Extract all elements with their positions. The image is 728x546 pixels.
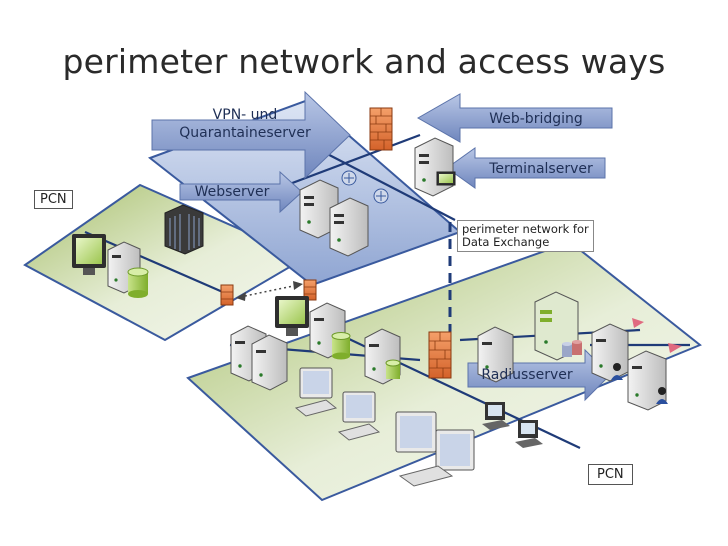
database-icon-cluster xyxy=(562,340,582,357)
firewall-icon-small-right xyxy=(303,279,317,301)
server-icon-dmz-1 xyxy=(299,179,339,239)
workstation-icon-main-2 xyxy=(294,367,338,417)
webserver-label: Webserver xyxy=(194,184,270,200)
perimeter-note-line1: perimeter network for xyxy=(462,222,589,236)
workstation-icon-left xyxy=(72,234,106,275)
pcn-label-bottom: PCN xyxy=(588,464,633,485)
hub-icon-2 xyxy=(373,188,389,204)
server-icon-main-2 xyxy=(251,334,288,391)
arrow-terminalserver xyxy=(446,147,606,189)
diagram-title: perimeter network and access ways xyxy=(62,42,666,81)
vpn-label: VPN- und Quarantaineserver xyxy=(160,106,330,142)
perimeter-note-line2: Data Exchange xyxy=(462,235,550,249)
firewall-icon-middle xyxy=(428,331,452,379)
workstation-icon-main-1 xyxy=(275,296,309,336)
pc-icon-main-1 xyxy=(482,402,510,430)
pc-icon-main-2 xyxy=(515,420,543,448)
dotted-link xyxy=(236,281,303,301)
radiusserver-label: Radiusserver xyxy=(481,367,573,383)
arrow-web-bridging xyxy=(416,93,613,143)
server-icon-right-1 xyxy=(591,323,629,382)
terminalserver-label: Terminalserver xyxy=(489,161,593,177)
web-bridging-label: Web-bridging xyxy=(489,111,583,127)
user-icon-2 xyxy=(656,387,668,404)
plane-corner-marker-2 xyxy=(668,343,682,353)
pcn-label-left: PCN xyxy=(34,190,73,209)
database-icon-main-1 xyxy=(331,332,351,360)
workstation-icon-main-4 xyxy=(395,411,475,487)
arrow-vpn xyxy=(151,90,351,180)
firewall-icon-top xyxy=(369,107,393,151)
vpn-label-line1: VPN- und xyxy=(212,107,278,123)
workstation-icon-main-3 xyxy=(337,391,381,441)
user-icon-1 xyxy=(611,363,623,380)
terminal-monitor-icon xyxy=(436,171,456,186)
server-icon-right-2 xyxy=(627,350,667,411)
database-icon-main-2 xyxy=(385,359,401,379)
plane-corner-marker-1 xyxy=(632,318,644,328)
server-icon-terminal xyxy=(414,137,454,197)
perimeter-network-note: perimeter network for Data Exchange xyxy=(457,220,594,252)
arrow-radiusserver xyxy=(467,348,611,402)
server-icon-main-5 xyxy=(477,326,514,383)
database-icon-left xyxy=(127,267,149,298)
rack-controller-icon xyxy=(164,204,204,255)
hub-icon-1 xyxy=(341,170,357,186)
vpn-label-line2: Quarantaineserver xyxy=(179,125,311,141)
firewall-icon-small-left xyxy=(220,284,234,306)
arrow-webserver xyxy=(179,170,303,214)
server-icon-dmz-2 xyxy=(329,197,369,257)
